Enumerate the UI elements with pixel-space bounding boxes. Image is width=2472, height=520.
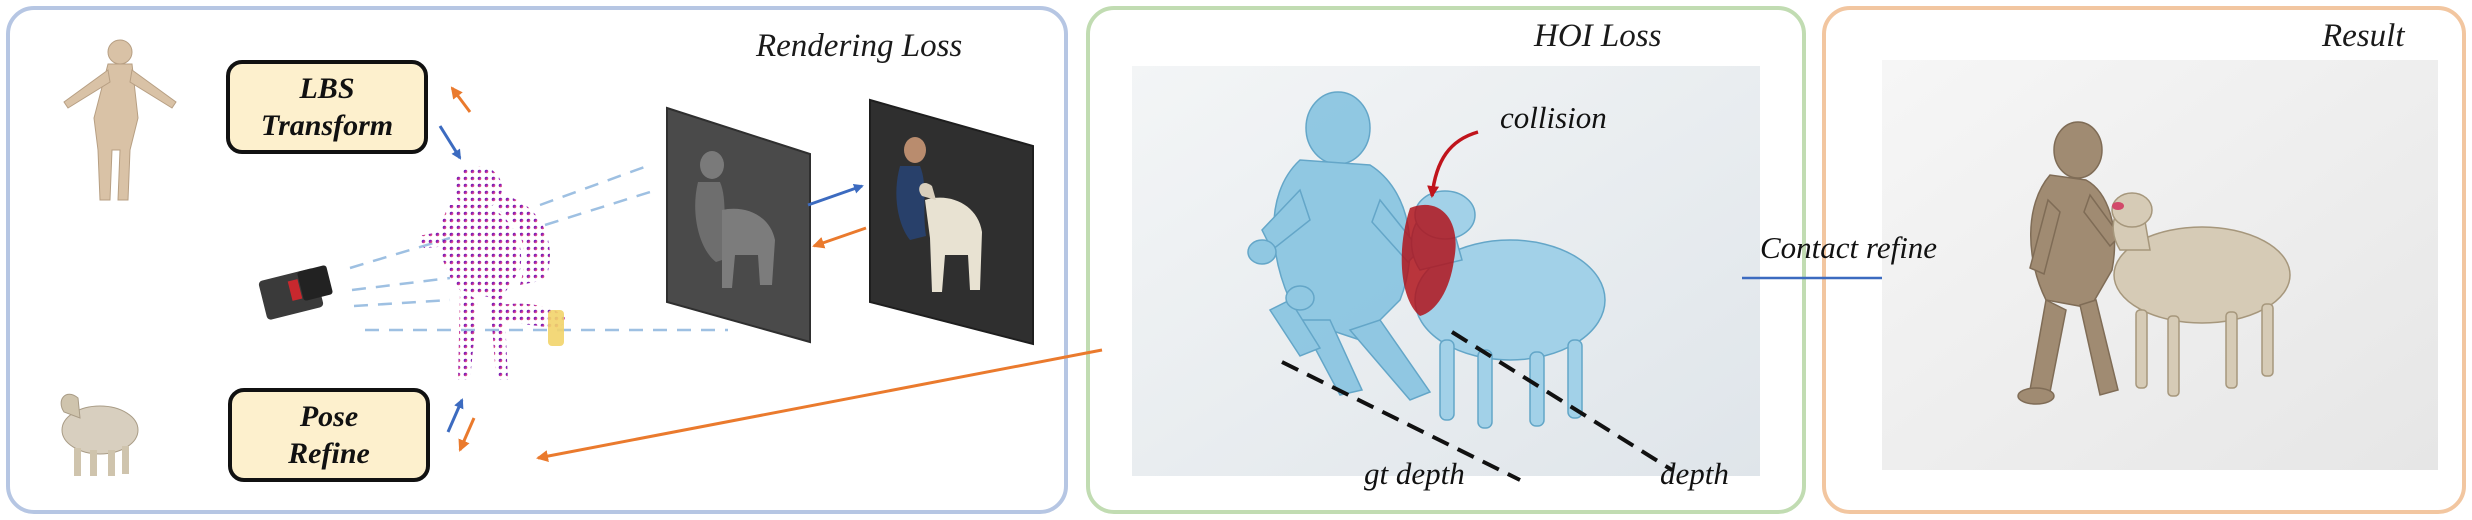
pose-refine-line1: Pose bbox=[299, 399, 359, 433]
projection-rays bbox=[349, 163, 728, 332]
hoi-mesh-figure bbox=[1247, 91, 1432, 401]
gt-depth-line bbox=[1281, 360, 1521, 482]
hoi-feedback-arrow bbox=[536, 348, 1103, 463]
rendering-loss-panel bbox=[6, 6, 1068, 514]
result-title: Result bbox=[2322, 18, 2405, 54]
contact-refine-label: Contact refine bbox=[1760, 230, 1938, 265]
depth-label: depth bbox=[1660, 456, 1729, 491]
template-human-figure bbox=[63, 39, 177, 201]
result-contact-spot bbox=[2112, 202, 2124, 210]
plane-backward-arrow bbox=[812, 226, 867, 249]
point-cloud-figure bbox=[418, 166, 565, 380]
lbs-transform-line1: LBS bbox=[299, 71, 355, 105]
result-human-figure bbox=[2017, 121, 2121, 405]
template-sheep-figure bbox=[60, 393, 139, 476]
pose-refine-box: Pose Refine bbox=[228, 388, 430, 482]
rendered-image-plane bbox=[666, 106, 811, 344]
lbs-transform-line2: Transform bbox=[260, 109, 394, 142]
collision-label: collision bbox=[1500, 100, 1607, 135]
camera-icon bbox=[258, 265, 333, 320]
collision-arrow bbox=[1427, 130, 1479, 198]
result-panel bbox=[1822, 6, 2466, 514]
lbs-transform-box: LBS Transform bbox=[226, 60, 428, 154]
pose-refine-line2: Refine bbox=[288, 437, 370, 470]
hoi-loss-panel bbox=[1086, 6, 1806, 514]
depth-line bbox=[1450, 330, 1674, 472]
result-sheep-figure bbox=[2111, 192, 2291, 397]
rendering-loss-title: Rendering Loss bbox=[756, 28, 963, 64]
hoi-loss-title: HOI Loss bbox=[1534, 18, 1662, 54]
photo-image-plane bbox=[869, 98, 1034, 346]
collision-region bbox=[1401, 204, 1456, 316]
lbs-arrows bbox=[438, 86, 472, 160]
gt-depth-label: gt depth bbox=[1364, 456, 1465, 491]
pose-arrows bbox=[446, 398, 476, 452]
plane-forward-arrow bbox=[807, 183, 864, 207]
